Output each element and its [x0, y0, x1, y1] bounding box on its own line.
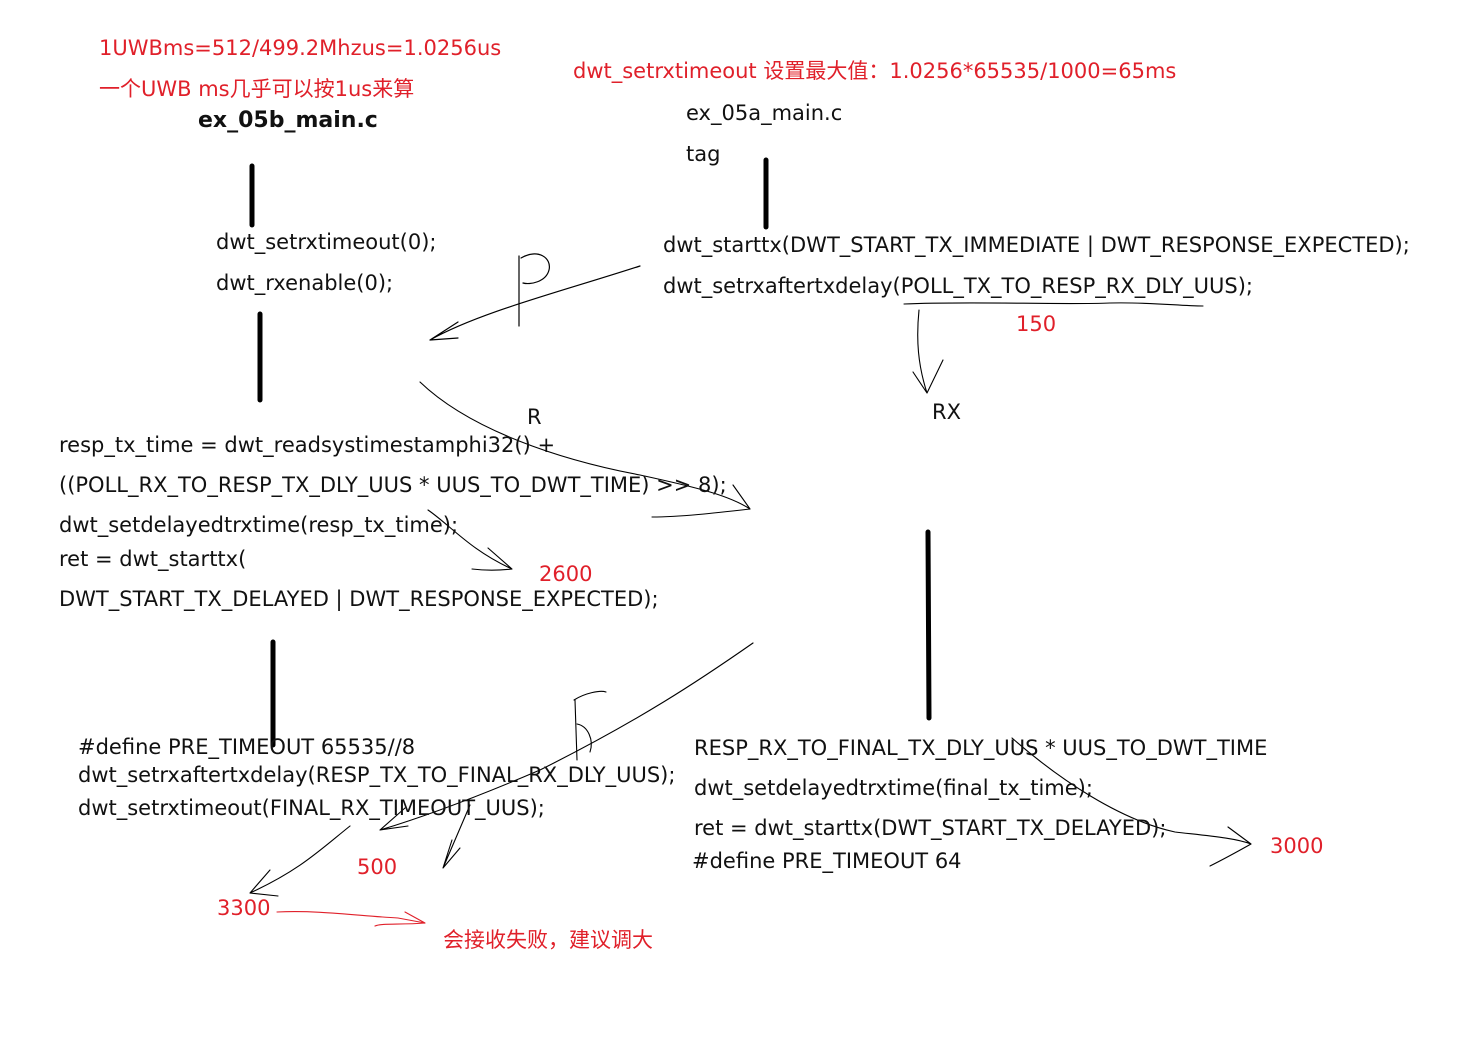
label-3000: 3000	[1270, 834, 1324, 858]
right-file-name: ex_05a_main.c	[686, 101, 843, 125]
label-fail-note: 会接收失败，建议调大	[443, 928, 653, 952]
handwritten-f	[573, 690, 607, 761]
label-150: 150	[1016, 312, 1057, 336]
left-code-line: dwt_setrxtimeout(0);	[216, 230, 437, 254]
left-code-line: ((POLL_RX_TO_RESP_TX_DLY_UUS * UUS_TO_DW…	[59, 473, 727, 497]
left-code-line: DWT_START_TX_DELAYED | DWT_RESPONSE_EXPE…	[59, 587, 659, 611]
left-code-line: #define PRE_TIMEOUT 65535//8	[78, 735, 416, 759]
note-uwb-ms: 1UWBms=512/499.2Mhzus=1.0256us	[99, 36, 502, 60]
arrow-resp-to-tag	[419, 381, 751, 518]
right-role-label: tag	[686, 142, 721, 166]
left-code-line: dwt_setdelayedtrxtime(resp_tx_time);	[59, 513, 459, 537]
connector-right-2	[925, 529, 932, 721]
handwritten-p	[518, 253, 550, 327]
note-uwb-ms-cn: 一个UWB ms几乎可以按1us来算	[99, 77, 415, 101]
arrow-150-to-rx	[912, 309, 944, 394]
right-code-line: dwt_setdelayedtrxtime(final_tx_time);	[694, 776, 1093, 800]
arrow-to-2600	[427, 509, 513, 571]
left-code-line: dwt_setrxaftertxdelay(RESP_TX_TO_FINAL_R…	[78, 763, 676, 787]
underline-150	[903, 302, 1204, 307]
label-r: R	[527, 405, 542, 429]
arrow-to-3000	[1011, 737, 1252, 867]
right-code-line: dwt_starttx(DWT_START_TX_IMMEDIATE | DWT…	[663, 233, 1410, 257]
red-arrow-to-fail-note	[276, 911, 426, 927]
left-code-line: ret = dwt_starttx(	[59, 547, 247, 571]
arrow-to-3300	[249, 825, 351, 897]
right-code-line: ret = dwt_starttx(DWT_START_TX_DELAYED);	[694, 816, 1167, 840]
right-code-line: dwt_setrxaftertxdelay(POLL_TX_TO_RESP_RX…	[663, 274, 1253, 298]
note-max-timeout: dwt_setrxtimeout 设置最大值：1.0256*65535/1000…	[573, 59, 1177, 83]
label-2600: 2600	[539, 562, 593, 586]
left-code-line: resp_tx_time = dwt_readsystimestamphi32(…	[59, 433, 556, 457]
left-file-name: ex_05b_main.c	[198, 108, 378, 133]
right-code-line: #define PRE_TIMEOUT 64	[692, 849, 962, 873]
label-3300: 3300	[217, 896, 271, 920]
label-rx: RX	[932, 400, 961, 424]
label-500: 500	[357, 855, 398, 879]
arrow-final-to-anchor	[379, 642, 754, 831]
arrow-to-500	[442, 804, 471, 869]
left-code-line: dwt_rxenable(0);	[216, 271, 394, 295]
left-code-line: dwt_setrxtimeout(FINAL_RX_TIMEOUT_UUS);	[78, 796, 545, 820]
arrow-poll-to-anchor	[429, 265, 641, 341]
right-code-line: RESP_RX_TO_FINAL_TX_DLY_UUS * UUS_TO_DWT…	[694, 736, 1268, 760]
